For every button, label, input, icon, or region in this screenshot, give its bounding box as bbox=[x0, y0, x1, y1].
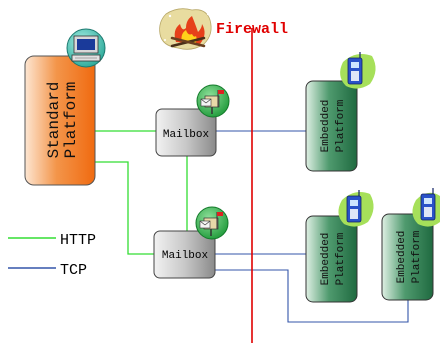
firewall-label: Firewall bbox=[216, 21, 288, 38]
tcp-link-mailbox2-embedded3 bbox=[215, 269, 409, 323]
mobile-phone-icon bbox=[412, 188, 440, 227]
mailbox-label-1: Mailbox bbox=[163, 129, 210, 141]
campfire-icon bbox=[159, 8, 212, 50]
embedded-platform-3-line2: Platform bbox=[411, 230, 423, 283]
embedded-platform-1-line1: Embedded bbox=[320, 100, 332, 153]
embedded-platform-node-2: Embedded Platform bbox=[305, 215, 358, 303]
embedded-platform-3-line1: Embedded bbox=[396, 231, 408, 284]
http-links bbox=[95, 130, 188, 255]
computer-icon bbox=[66, 28, 106, 68]
embedded-platform-2-line2: Platform bbox=[335, 232, 347, 285]
mailbox-node-1: Mailbox bbox=[155, 108, 217, 157]
mailbox-icon bbox=[195, 206, 229, 240]
http-link-standard-mailbox2 bbox=[95, 161, 154, 255]
embedded-platform-1-line2: Platform bbox=[335, 99, 347, 152]
mailbox-node-2: Mailbox bbox=[153, 230, 216, 279]
embedded-platform-node-3: Embedded Platform bbox=[381, 213, 434, 301]
embedded-platform-node-1: Embedded Platform bbox=[305, 80, 358, 172]
legend-tcp-label: TCP bbox=[60, 262, 87, 279]
legend-http-label: HTTP bbox=[60, 232, 96, 249]
embedded-platform-2-line1: Embedded bbox=[320, 233, 332, 286]
mailbox-label-2: Mailbox bbox=[162, 250, 209, 262]
mobile-phone-icon bbox=[340, 52, 376, 89]
standard-platform-node: Standard Platform bbox=[24, 55, 96, 186]
mobile-phone-icon bbox=[338, 190, 374, 227]
tcp-links bbox=[215, 130, 409, 323]
legend: HTTP TCP bbox=[8, 232, 96, 279]
standard-platform-label-line1: Standard bbox=[45, 82, 63, 159]
mailbox-icon bbox=[196, 84, 230, 118]
standard-platform-label-line2: Platform bbox=[62, 82, 80, 159]
